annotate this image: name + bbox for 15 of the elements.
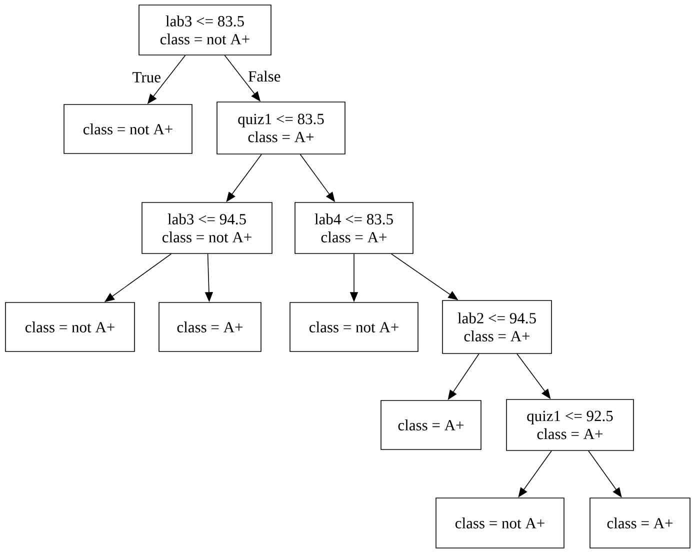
edge-label: False	[247, 70, 282, 83]
tree-node-box: lab3 <= 83.5 class = not A+	[138, 4, 272, 56]
tree-node-box: quiz1 <= 83.5 class = A+	[216, 102, 346, 154]
tree-node-box: lab3 <= 94.5 class = not A+	[142, 202, 272, 254]
tree-node-box: quiz1 <= 92.5 class = A+	[506, 399, 634, 451]
tree-node-box: lab2 <= 94.5 class = A+	[442, 300, 552, 354]
tree-node-box: class = not A+	[290, 302, 418, 352]
tree-node-box: class = A+	[158, 302, 262, 352]
tree-node-box: class = A+	[590, 498, 690, 548]
tree-node-box: lab4 <= 83.5 class = A+	[294, 202, 414, 254]
tree-node-box: class = not A+	[436, 498, 564, 548]
tree-node-box: class = A+	[380, 400, 482, 450]
tree-node-box: class = not A+	[64, 104, 192, 154]
edge-label: True	[131, 71, 162, 84]
tree-node-box: class = not A+	[5, 302, 135, 352]
